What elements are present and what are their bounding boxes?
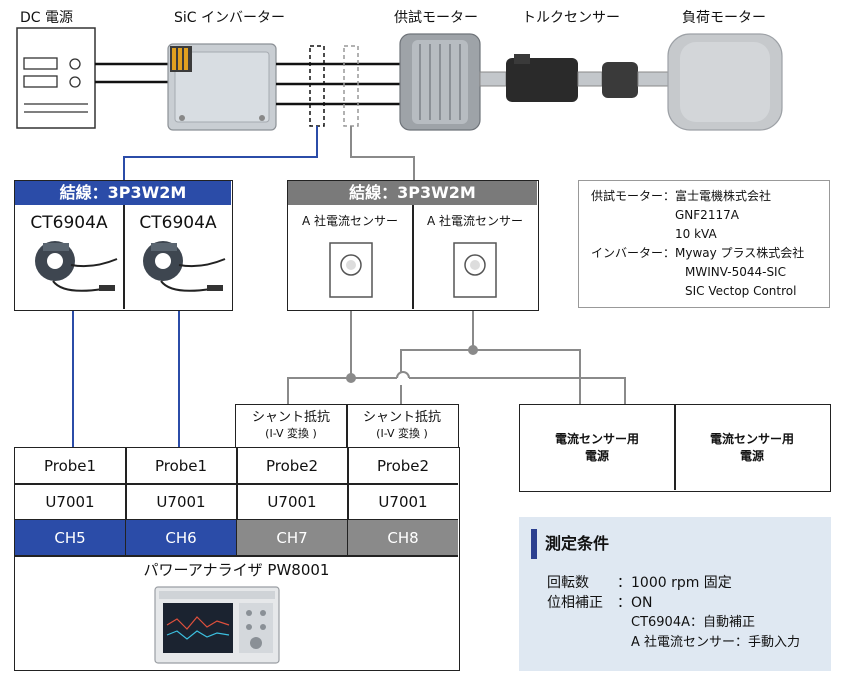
torque-sensor-icon xyxy=(506,54,669,102)
ct-sensor-icon xyxy=(143,241,226,292)
shunt-title: シャント抵抗 xyxy=(251,410,330,425)
a-group-header: 結線：3P3W2M xyxy=(288,181,537,205)
probe-cell: Probe2 xyxy=(265,456,319,475)
condition-sep: ： xyxy=(617,575,631,591)
conditions-accent-bar xyxy=(531,529,537,559)
analyzer-name: パワーアナライザ PW8001 xyxy=(143,561,330,579)
unit-cell: U7001 xyxy=(378,492,428,511)
conditions-panel: 測定条件 回転数 ： 1000 rpm 固定 位相補正 ： ON CT6904A… xyxy=(519,517,831,671)
spec-inverter-control: SIC Vectop Control xyxy=(685,284,797,298)
a-sensor-icon xyxy=(329,242,373,298)
condition-sub: CT6904A：自動補正 xyxy=(631,615,755,630)
sensor-wiring xyxy=(287,310,626,405)
spec-motor-label: 供試モーター： xyxy=(591,189,676,203)
condition-value: ON xyxy=(631,595,653,611)
power-supply-cell-1: 電流センサー用 電源 xyxy=(520,405,674,490)
probe-cell: Probe2 xyxy=(376,456,430,475)
dc-source-icon xyxy=(16,27,96,129)
conditions-title: 測定条件 xyxy=(545,534,610,553)
test-motor-icon xyxy=(399,33,507,131)
power-supply-title: 電流センサー用 xyxy=(554,431,639,446)
probe-cell: Probe1 xyxy=(154,456,208,475)
shunt-subtitle: (I-V 変換 ) xyxy=(265,427,317,440)
condition-sub: A 社電流センサー：手動入力 xyxy=(631,635,801,650)
torque-sensor-label: トルクセンサー xyxy=(522,10,620,26)
dc-source-label: DC 電源 xyxy=(20,10,74,26)
spec-motor-rating: 10 kVA xyxy=(675,227,717,241)
condition-value: 1000 rpm 固定 xyxy=(631,575,732,591)
channel-cell-ch6: CH6 xyxy=(126,520,236,555)
channel-cell-ch8: CH8 xyxy=(348,520,458,555)
unit-cell: U7001 xyxy=(267,492,317,511)
ct-placement-marker xyxy=(309,45,325,127)
spec-box: 供試モーター： 富士電機株式会社 GNF2117A 10 kVA インバーター：… xyxy=(578,180,830,308)
shunt-cell-1: シャント抵抗 (I-V 変換 ) xyxy=(236,405,346,447)
a-sensor-link-line xyxy=(350,126,415,180)
load-motor-icon xyxy=(667,33,783,131)
power-supply-title: 電流センサー用 xyxy=(709,431,794,446)
junction-dot-right xyxy=(468,345,478,355)
a-sensor-name-1: A 社電流センサー xyxy=(301,214,399,228)
ct-group-header: 結線：3P3W2M xyxy=(15,181,231,205)
power-analyzer-panel: Probe1 Probe1 Probe2 Probe2 U7001 U7001 … xyxy=(14,447,460,671)
spec-inverter-model: MWINV-5044-SIC xyxy=(685,265,786,279)
ct-sensor-group: 結線：3P3W2M CT6904A CT6904A xyxy=(14,180,233,311)
probe-cell: Probe1 xyxy=(43,456,97,475)
power-analyzer-icon xyxy=(154,586,280,664)
a-sensor-icon xyxy=(453,242,497,298)
sensor-power-group: 電流センサー用 電源 電流センサー用 電源 xyxy=(519,404,831,492)
ct-sensor-name-2: CT6904A xyxy=(139,213,217,233)
inverter-label: SiC インバーター xyxy=(174,10,286,26)
spec-inverter-maker: Myway プラス株式会社 xyxy=(675,246,805,260)
test-motor-label: 供試モーター xyxy=(394,10,478,26)
ct-group-divider xyxy=(123,205,125,309)
shunt-title: シャント抵抗 xyxy=(362,410,441,425)
shunt-group: シャント抵抗 (I-V 変換 ) シャント抵抗 (I-V 変換 ) xyxy=(235,404,459,449)
channel-cell-ch7: CH7 xyxy=(237,520,347,555)
spec-motor-model: GNF2117A xyxy=(675,208,739,222)
a-sensor-group: 結線：3P3W2M A 社電流センサー A 社電流センサー xyxy=(287,180,539,311)
power-supply-subtitle: 電源 xyxy=(739,448,764,463)
a-sensor-name-2: A 社電流センサー xyxy=(426,214,524,228)
condition-sep: ： xyxy=(617,595,631,611)
inverter-icon xyxy=(167,43,277,131)
spec-motor-maker: 富士電機株式会社 xyxy=(675,189,772,203)
spec-inverter-label: インバーター： xyxy=(591,246,676,260)
shunt-cell-2: シャント抵抗 (I-V 変換 ) xyxy=(347,405,457,447)
ct-sensor-icon xyxy=(35,241,118,292)
load-motor-label: 負荷モーター xyxy=(682,10,766,26)
condition-key: 位相補正 xyxy=(547,595,603,611)
ct-link-line xyxy=(123,126,318,180)
power-supply-cell-2: 電流センサー用 電源 xyxy=(675,405,829,490)
channel-cell-ch5: CH5 xyxy=(15,520,125,555)
unit-cell: U7001 xyxy=(156,492,206,511)
a-sensor-placement-marker xyxy=(343,45,359,127)
junction-dot-left xyxy=(346,373,356,383)
ct-sensor-name-1: CT6904A xyxy=(30,213,108,233)
power-supply-subtitle: 電源 xyxy=(584,448,609,463)
unit-cell: U7001 xyxy=(45,492,95,511)
shunt-subtitle: (I-V 変換 ) xyxy=(376,427,428,440)
condition-key: 回転数 xyxy=(547,575,589,591)
a-group-divider xyxy=(412,205,414,309)
